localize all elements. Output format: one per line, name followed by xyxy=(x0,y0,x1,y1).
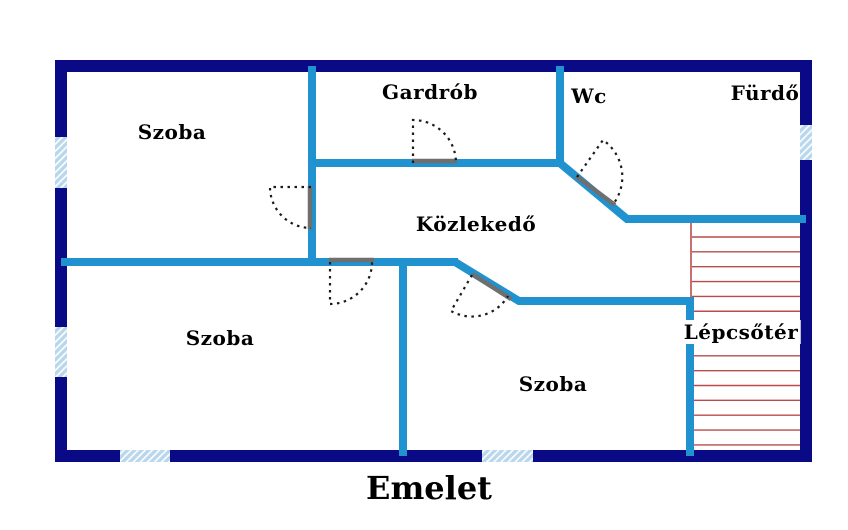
window-left-upper xyxy=(55,137,67,188)
door-threshold-wc-furdo xyxy=(574,174,617,207)
door-swing-wc-furdo xyxy=(576,138,624,204)
windows xyxy=(55,125,812,462)
door-swing-szoba-topleft xyxy=(268,185,312,230)
door-swings xyxy=(268,118,624,318)
door-swing-szoba-bottomleft xyxy=(328,261,374,306)
room-label-szoba-top-left: Szoba xyxy=(137,120,207,144)
room-label-furdo: Fürdő xyxy=(730,81,800,105)
floor-title: Emelet xyxy=(366,469,492,507)
room-label-kozlekedo: Közlekedő xyxy=(415,212,537,236)
door-thresholds xyxy=(307,158,617,301)
window-left-lower xyxy=(55,327,67,377)
room-label-szoba-bottom-left: Szoba xyxy=(185,326,255,350)
window-right-upper xyxy=(800,125,812,160)
room-label-lepcsoter: Lépcsőtér xyxy=(681,320,801,344)
room-label-wc: Wc xyxy=(571,84,607,108)
window-bottom-left xyxy=(120,450,170,462)
room-label-szoba-bottom-middle: Szoba xyxy=(518,372,588,396)
door-threshold-szoba-bottommiddle xyxy=(470,272,513,301)
door-swing-szoba-bottommiddle xyxy=(449,274,509,318)
room-label-gardrob: Gardrób xyxy=(382,80,478,104)
window-bottom-center xyxy=(482,450,533,462)
